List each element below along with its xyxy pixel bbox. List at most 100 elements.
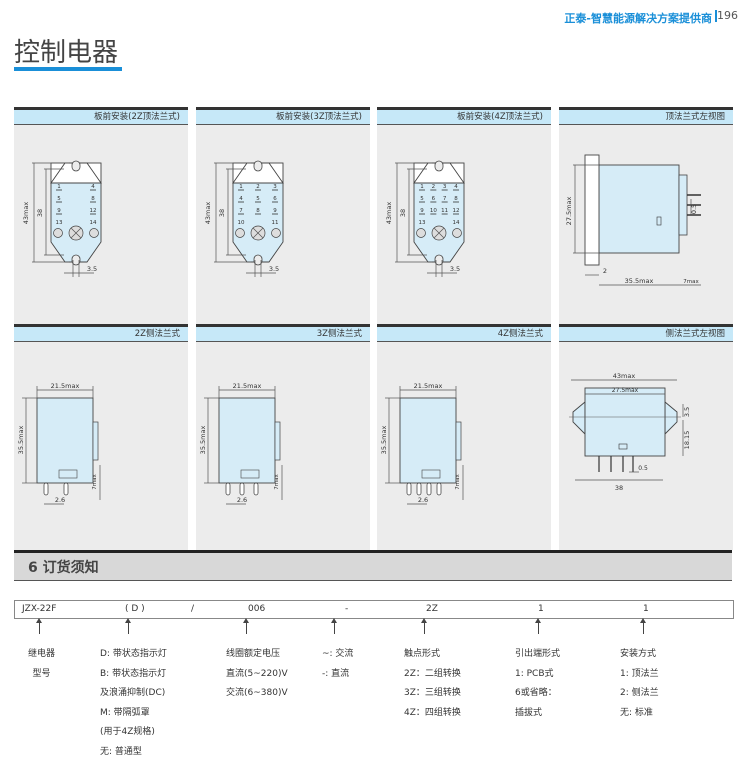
terminal-number: 4 [454,184,458,190]
terminal-number: 9 [273,208,277,214]
brand-tagline: 正泰-智慧能源解决方案提供商 [564,12,712,25]
dimension-label: 38 [36,209,44,217]
dimension-label: 27.5max [565,197,573,226]
terminal-number: 1 [239,184,243,190]
terminal-number: 14 [90,220,97,226]
dimension-label: 43max [385,202,393,225]
pin [406,482,412,496]
dimension-label: 2.6 [418,496,428,504]
dimension-label: 3.5 [269,265,279,273]
terminal-screw-icon [416,228,426,238]
legend-line: 1: PCB式 [515,668,554,679]
arrow-icon [640,618,646,634]
legend-line: 插拔式 [515,707,543,718]
legend-line: 2: 侧法兰 [620,688,659,698]
legend-line: B: 带状态指示灯 [100,668,167,679]
terminal-number: 9 [420,208,424,214]
terminal-number: 8 [454,196,458,202]
order-code-segment: JZX-22F [22,604,57,614]
legend-line: 型号 [32,668,51,679]
arrow-icon [421,618,427,634]
pin [225,482,231,496]
panel-label: 3Z侧法兰式 [196,327,370,342]
terminal-number: 9 [57,208,61,214]
terminal-number: 4 [91,184,95,190]
terminal-screw-icon [271,228,281,238]
legend-column: 继电器型号 [28,645,55,684]
pin [426,482,432,496]
title-underline [14,67,122,71]
panel-label: 2Z侧法兰式 [14,327,188,342]
terminal-number: 5 [420,196,424,202]
dimension-label: 0.5 [638,465,648,472]
dimension-label: 38 [399,209,407,217]
legend-line: 1: 顶法兰 [620,668,659,679]
legend-line: 继电器 [28,649,56,659]
dimension-label: 21.5max [51,382,80,390]
panel-label: 侧法兰式左视图 [559,327,733,342]
dimension-label: 7max [274,474,280,490]
dimension-label: 18.15 [683,431,691,450]
order-code-segment: / [191,604,195,614]
arrow-icon [36,618,42,634]
dimension-label: 35.5max [17,426,25,455]
pin [416,482,422,496]
terminal-number: 2 [256,184,260,190]
legend-column: ~: 交流 -: 直流 [322,645,353,684]
terminal-number: 1 [420,184,424,190]
legend-line: 引出端形式 [515,649,561,659]
terminal-number: 1 [57,184,61,190]
pin [63,482,69,496]
panel-label: 板前安装(4Z顶法兰式) [377,110,551,125]
terminal-number: 10 [430,208,437,214]
dimension-label: 3.5 [87,265,97,273]
arrow-icon [331,618,337,634]
legend-line: 交流(6~380)V [226,688,288,698]
terminal-number: 2 [432,184,436,190]
terminal-number: 5 [57,196,61,202]
dimension-label: 35.5max [625,277,654,285]
terminal-number: 11 [272,220,279,226]
order-code-segment: 1 [643,604,649,614]
legend-line: -: 直流 [322,668,350,679]
legend-line: M: 带隔弧罩 [100,707,150,718]
dimension-label: 43max [204,202,212,225]
legend-line: ~: 交流 [322,649,354,659]
terminal-number: 3 [443,184,447,190]
page-title: 控制电器 [14,38,119,68]
order-code-segment: ( D ) [125,604,145,614]
legend-line: 及浪涌抑制(DC) [100,688,166,698]
legend-line: 4Z：四组转换 [404,707,461,718]
arrow-icon [535,618,541,634]
pin [43,482,49,496]
terminal-number: 14 [453,220,460,226]
terminal-number: 7 [443,196,447,202]
legend-line: 安装方式 [620,649,657,659]
terminal-number: 13 [56,220,63,226]
dimension-label: 2.6 [237,496,247,504]
legend-line: 无: 标准 [620,707,653,718]
legend-line: 触点形式 [404,649,441,659]
arrow-icon [243,618,249,634]
dimension-label: 43max [613,372,636,380]
dimension-label: 7max [92,474,98,490]
pin [436,482,442,496]
section-header: 6 订货须知 [14,550,732,581]
terminal-number: 10 [238,220,245,226]
order-code-segment: 1 [538,604,544,614]
legend-line: 3Z：三组转换 [404,688,461,698]
